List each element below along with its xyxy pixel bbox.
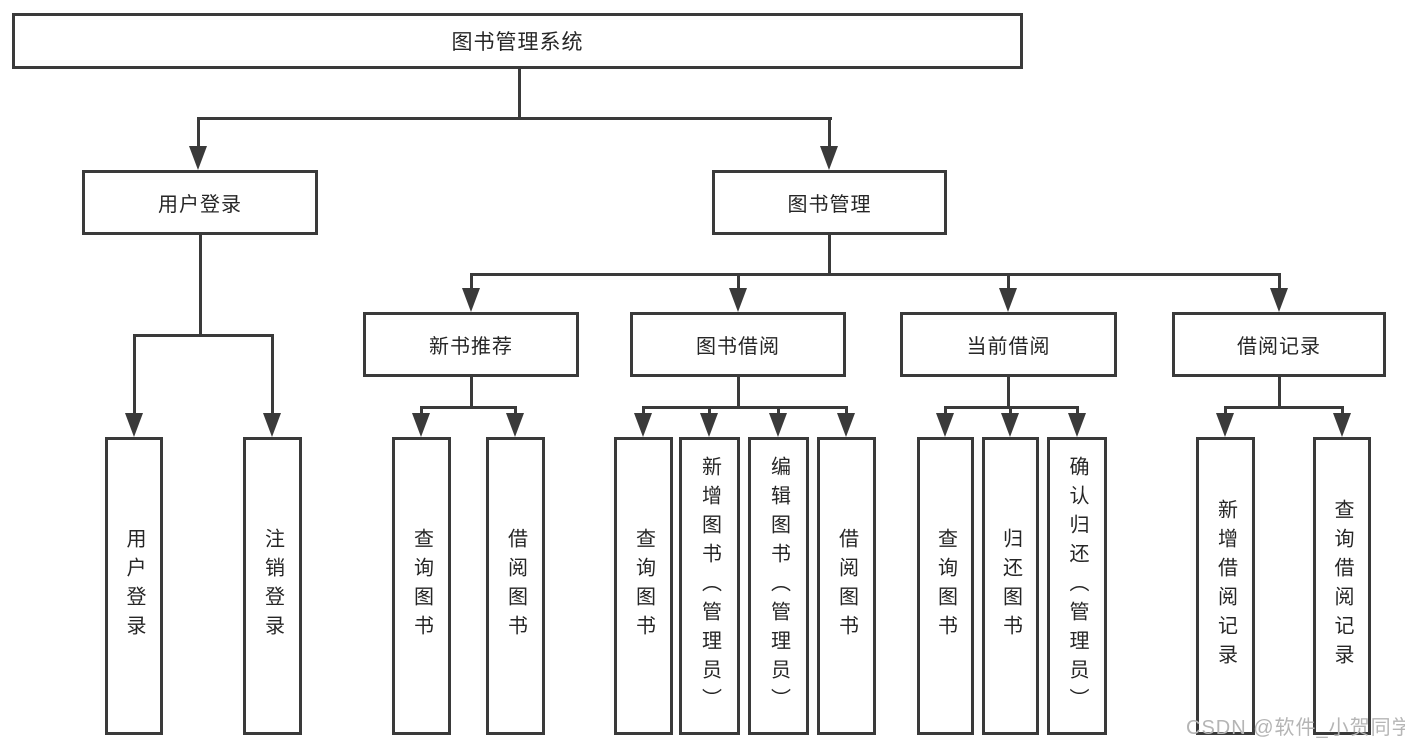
connector-line	[420, 408, 423, 416]
leaf-add-books-admin: 新增图书（管理员）	[679, 437, 740, 735]
leaf-edit-books-admin: 编辑图书（管理员）	[748, 437, 809, 735]
connector-line	[518, 69, 521, 119]
leaf-query-books-recommend: 查询图书	[392, 437, 451, 735]
leaf-user-login: 用户登录	[105, 437, 163, 735]
leaf-borrow-books-borrowing: 借阅图书	[817, 437, 876, 735]
arrow-down-icon	[837, 413, 855, 437]
node-new-book-recommendation: 新书推荐	[363, 312, 579, 377]
arrow-down-icon	[634, 413, 652, 437]
leaf-query-borrow-record: 查询借阅记录	[1313, 437, 1371, 735]
arrow-down-icon	[999, 288, 1017, 312]
arrow-down-icon	[820, 146, 838, 170]
connector-line	[1224, 406, 1344, 409]
arrow-down-icon	[506, 413, 524, 437]
connector-line	[470, 275, 473, 290]
connector-line	[777, 408, 780, 416]
arrow-down-icon	[263, 413, 281, 437]
arrow-down-icon	[125, 413, 143, 437]
connector-line	[944, 408, 947, 416]
connector-line	[133, 336, 136, 415]
arrow-down-icon	[936, 413, 954, 437]
leaf-add-borrow-record: 新增借阅记录	[1196, 437, 1255, 735]
arrow-down-icon	[769, 413, 787, 437]
connector-line	[737, 377, 740, 408]
node-book-borrowing: 图书借阅	[630, 312, 846, 377]
arrow-down-icon	[1333, 413, 1351, 437]
connector-line	[1278, 377, 1281, 408]
arrow-down-icon	[1001, 413, 1019, 437]
connector-line	[642, 408, 645, 416]
leaf-return-books: 归还图书	[982, 437, 1039, 735]
connector-line	[470, 377, 473, 408]
leaf-logout: 注销登录	[243, 437, 302, 735]
connector-line	[271, 336, 274, 415]
connector-line	[1009, 408, 1012, 416]
node-user-login: 用户登录	[82, 170, 318, 235]
connector-line	[828, 234, 831, 276]
connector-line	[514, 408, 517, 416]
arrow-down-icon	[462, 288, 480, 312]
connector-line	[1278, 275, 1281, 290]
leaf-confirm-return-admin: 确认归还（管理员）	[1047, 437, 1107, 735]
connector-line	[828, 119, 831, 148]
node-book-management: 图书管理	[712, 170, 947, 235]
connector-line	[1224, 408, 1227, 416]
arrow-down-icon	[1068, 413, 1086, 437]
connector-line	[708, 408, 711, 416]
connector-line	[199, 235, 202, 337]
connector-line	[845, 408, 848, 416]
arrow-down-icon	[1270, 288, 1288, 312]
connector-line	[642, 406, 848, 409]
csdn-watermark: CSDN @软件_小贺同学	[1186, 717, 1405, 739]
connector-line	[420, 406, 517, 409]
node-root-library-system: 图书管理系统	[12, 13, 1023, 69]
connector-line	[1341, 408, 1344, 416]
node-current-borrowing: 当前借阅	[900, 312, 1117, 377]
connector-line	[737, 275, 740, 290]
arrow-down-icon	[700, 413, 718, 437]
leaf-query-books-borrowing: 查询图书	[614, 437, 673, 735]
connector-line	[944, 406, 1079, 409]
node-borrowing-records: 借阅记录	[1172, 312, 1386, 377]
arrow-down-icon	[412, 413, 430, 437]
connector-line	[1007, 275, 1010, 290]
arrow-down-icon	[1216, 413, 1234, 437]
connector-line	[133, 334, 274, 337]
connector-line	[197, 117, 832, 120]
leaf-query-books-current: 查询图书	[917, 437, 974, 735]
connector-line	[197, 119, 200, 148]
arrow-down-icon	[729, 288, 747, 312]
connector-line	[470, 273, 1281, 276]
leaf-borrow-books-recommend: 借阅图书	[486, 437, 545, 735]
arrow-down-icon	[189, 146, 207, 170]
connector-line	[1007, 377, 1010, 408]
connector-line	[1076, 408, 1079, 416]
